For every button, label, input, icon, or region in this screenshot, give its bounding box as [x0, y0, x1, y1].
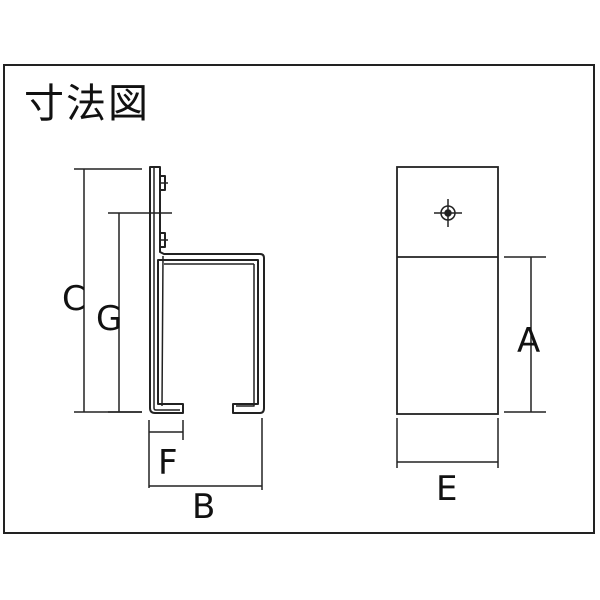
bracket-front-view	[396, 166, 499, 415]
dimension-f	[148, 420, 184, 488]
bracket-side-view	[149, 166, 265, 414]
dimension-a	[504, 256, 546, 413]
label-a: A	[517, 321, 540, 361]
label-b: B	[192, 487, 215, 527]
drawing-frame	[3, 64, 595, 534]
label-g: G	[96, 299, 122, 339]
label-c: C	[62, 279, 86, 319]
drawing-title: 寸法図	[24, 81, 150, 127]
dimension-b	[149, 418, 263, 490]
dimension-e	[396, 418, 499, 468]
dimension-g	[108, 212, 172, 413]
label-f: F	[158, 443, 178, 483]
label-e: E	[436, 469, 457, 509]
mounting-hole-icon	[434, 199, 462, 227]
